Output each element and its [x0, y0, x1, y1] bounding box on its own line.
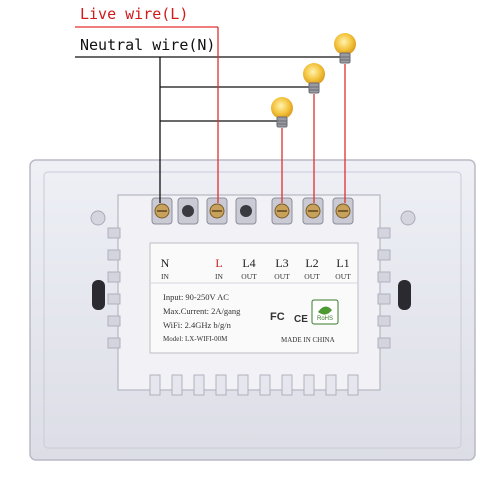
terminal-label-l4: L4: [242, 256, 256, 270]
right-vent-teeth: [377, 227, 391, 349]
terminal-sub-l2: OUT: [304, 272, 320, 281]
screw-hole-top-left: [90, 210, 106, 226]
terminal-screw-l1: [332, 197, 354, 225]
fcc-logo: FC: [270, 311, 285, 323]
spec-max-current: Max.Current: 2A/gang: [163, 306, 241, 316]
spec-input: Input: 90-250V AC: [163, 292, 229, 302]
terminal-screw-blank-2: [235, 197, 257, 225]
terminal-screw-l2: [302, 197, 324, 225]
terminal-sub-l3: OUT: [274, 272, 290, 281]
made-in-label: MADE IN CHINA: [281, 336, 335, 344]
terminal-sub-l: IN: [215, 272, 223, 281]
rohs-leaf: [318, 306, 332, 315]
neutral-wires: [75, 56, 345, 203]
panel-inner-border: [43, 171, 462, 449]
terminal-label-l2: L2: [305, 256, 319, 270]
terminal-screw-n: [151, 197, 173, 225]
ce-logo: CE: [294, 314, 308, 325]
lightbulb-icon: [334, 33, 356, 64]
spec-model: Model: LX-WIFI-00M: [163, 335, 228, 343]
terminal-block: [151, 197, 354, 225]
screw-slot-left: [92, 280, 105, 310]
live-wire-label: Live wire(L): [80, 5, 189, 23]
bottom-vent-teeth: [149, 374, 359, 396]
terminal-sub-l1: OUT: [335, 272, 351, 281]
lightbulb-icon: [303, 63, 325, 94]
screw-hole-top-right: [400, 210, 416, 226]
terminal-screw-l3: [271, 197, 293, 225]
terminal-label-n: N: [160, 256, 170, 270]
terminal-label-l3: L3: [275, 256, 289, 270]
screw-slot-right: [398, 280, 411, 310]
live-wires: [75, 26, 346, 203]
lightbulb-icon: [271, 97, 293, 128]
terminal-label-l: L: [215, 256, 223, 270]
terminal-sub-l4: OUT: [241, 272, 257, 281]
terminal-screw-blank-1: [177, 197, 199, 225]
terminal-label-l1: L1: [336, 256, 350, 270]
terminal-sub-n: IN: [161, 272, 169, 281]
spec-wifi: WiFi: 2.4GHz b/g/n: [163, 320, 231, 330]
product-label: [149, 242, 359, 354]
neutral-wire-label: Neutral wire(N): [80, 36, 216, 54]
rohs-text: RoHS: [316, 316, 333, 322]
terminal-screw-l: [206, 197, 228, 225]
left-vent-teeth: [107, 227, 121, 349]
